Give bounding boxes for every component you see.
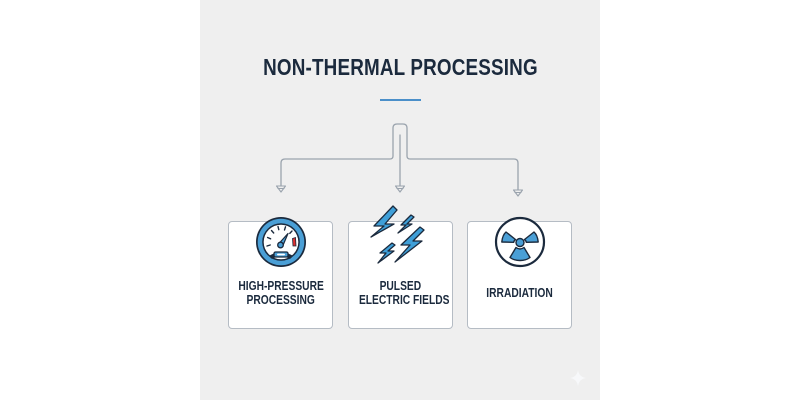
diagram-canvas — [200, 0, 600, 400]
lightning-bolts-icon — [370, 205, 425, 264]
title-underline — [380, 99, 421, 101]
diagram-title: NON-THERMAL PROCESSING — [0, 54, 800, 81]
node-label-line1: PULSED — [379, 279, 422, 293]
node-label-line1: HIGH-PRESSURE — [238, 279, 324, 293]
pressure-gauge-icon — [256, 217, 306, 267]
node-label: IRRADIATION — [468, 286, 571, 300]
radiation-icon — [494, 216, 546, 268]
sparkle-icon — [570, 370, 586, 386]
node-label-line2: ELECTRIC FIELDS — [358, 293, 450, 307]
node-label-line1: IRRADIATION — [486, 286, 553, 300]
diagram-title-text: NON-THERMAL PROCESSING — [262, 54, 538, 80]
node-label: HIGH-PRESSURE PROCESSING — [229, 279, 332, 307]
node-pulsed-electric-fields: PULSED ELECTRIC FIELDS — [348, 221, 453, 329]
node-label-line2: PROCESSING — [246, 293, 315, 307]
node-label: PULSED ELECTRIC FIELDS — [349, 279, 452, 307]
